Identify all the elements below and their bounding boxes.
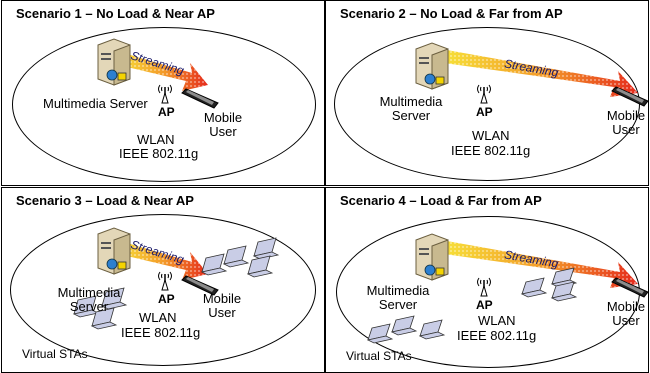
virtual-stas-label: Virtual STAs [346, 349, 412, 363]
ieee-label: IEEE 802.11g [119, 146, 199, 161]
ieee-label: IEEE 802.11g [457, 328, 537, 343]
laptop-cluster-left [72, 287, 128, 330]
server-label: Multimedia Server [379, 94, 443, 123]
antenna-icon [477, 84, 491, 104]
scenario-1-panel: Scenario 1 – No Load & Near AP Streaming… [1, 0, 325, 186]
mobile-device-icon [181, 275, 219, 296]
streaming-arrow [430, 238, 638, 288]
streaming-arrow [110, 238, 208, 280]
scenario-2-panel: Scenario 2 – No Load & Far from AP Strea… [325, 0, 649, 186]
mobile-device-icon [611, 277, 648, 298]
server-label: Multimedia Server [366, 283, 430, 312]
ap-label: AP [158, 292, 175, 306]
server-label: Multimedia Server [43, 96, 148, 111]
scenario-3-title: Scenario 3 – Load & Near AP [16, 193, 194, 208]
server-icon [415, 42, 449, 90]
laptop-cluster-left [366, 315, 446, 344]
mobile-user-label: Mobile User [202, 291, 242, 320]
mobile-device-icon [611, 86, 648, 107]
wlan-coverage-ellipse [10, 214, 316, 366]
mobile-user-label: Mobile User [606, 299, 646, 328]
mobile-user-label: Mobile User [606, 108, 646, 137]
server-label: Multimedia Server [57, 285, 121, 314]
antenna-icon [477, 277, 491, 297]
streaming-arrow [110, 49, 208, 91]
wlan-label: WLAN [139, 310, 177, 325]
antenna-icon [158, 84, 172, 104]
virtual-stas-label: Virtual STAs [22, 347, 88, 361]
server-icon [97, 227, 131, 275]
ap-label: AP [158, 105, 175, 119]
server-icon [97, 38, 131, 86]
server-icon [415, 233, 449, 281]
ap-label: AP [476, 105, 493, 119]
scenario-4-title: Scenario 4 – Load & Far from AP [340, 193, 542, 208]
ap-label: AP [476, 298, 493, 312]
scenario-1-title: Scenario 1 – No Load & Near AP [16, 6, 215, 21]
laptop-cluster-right [520, 267, 578, 302]
mobile-user-label: Mobile User [203, 110, 243, 139]
scenario-3-panel: Scenario 3 – Load & Near AP Streaming AP [1, 187, 325, 373]
wlan-coverage-ellipse [12, 27, 316, 182]
scenario-4-panel: Scenario 4 – Load & Far from AP Streamin… [325, 187, 649, 373]
laptop-cluster-right [200, 237, 280, 278]
mobile-device-icon [181, 88, 219, 109]
wlan-label: WLAN [472, 128, 510, 143]
ieee-label: IEEE 802.11g [451, 143, 531, 158]
ieee-label: IEEE 802.11g [121, 325, 201, 340]
streaming-arrow [430, 47, 638, 97]
wlan-label: WLAN [478, 313, 516, 328]
antenna-icon [158, 271, 172, 291]
scenario-2-title: Scenario 2 – No Load & Far from AP [340, 6, 563, 21]
wlan-label: WLAN [137, 132, 175, 147]
